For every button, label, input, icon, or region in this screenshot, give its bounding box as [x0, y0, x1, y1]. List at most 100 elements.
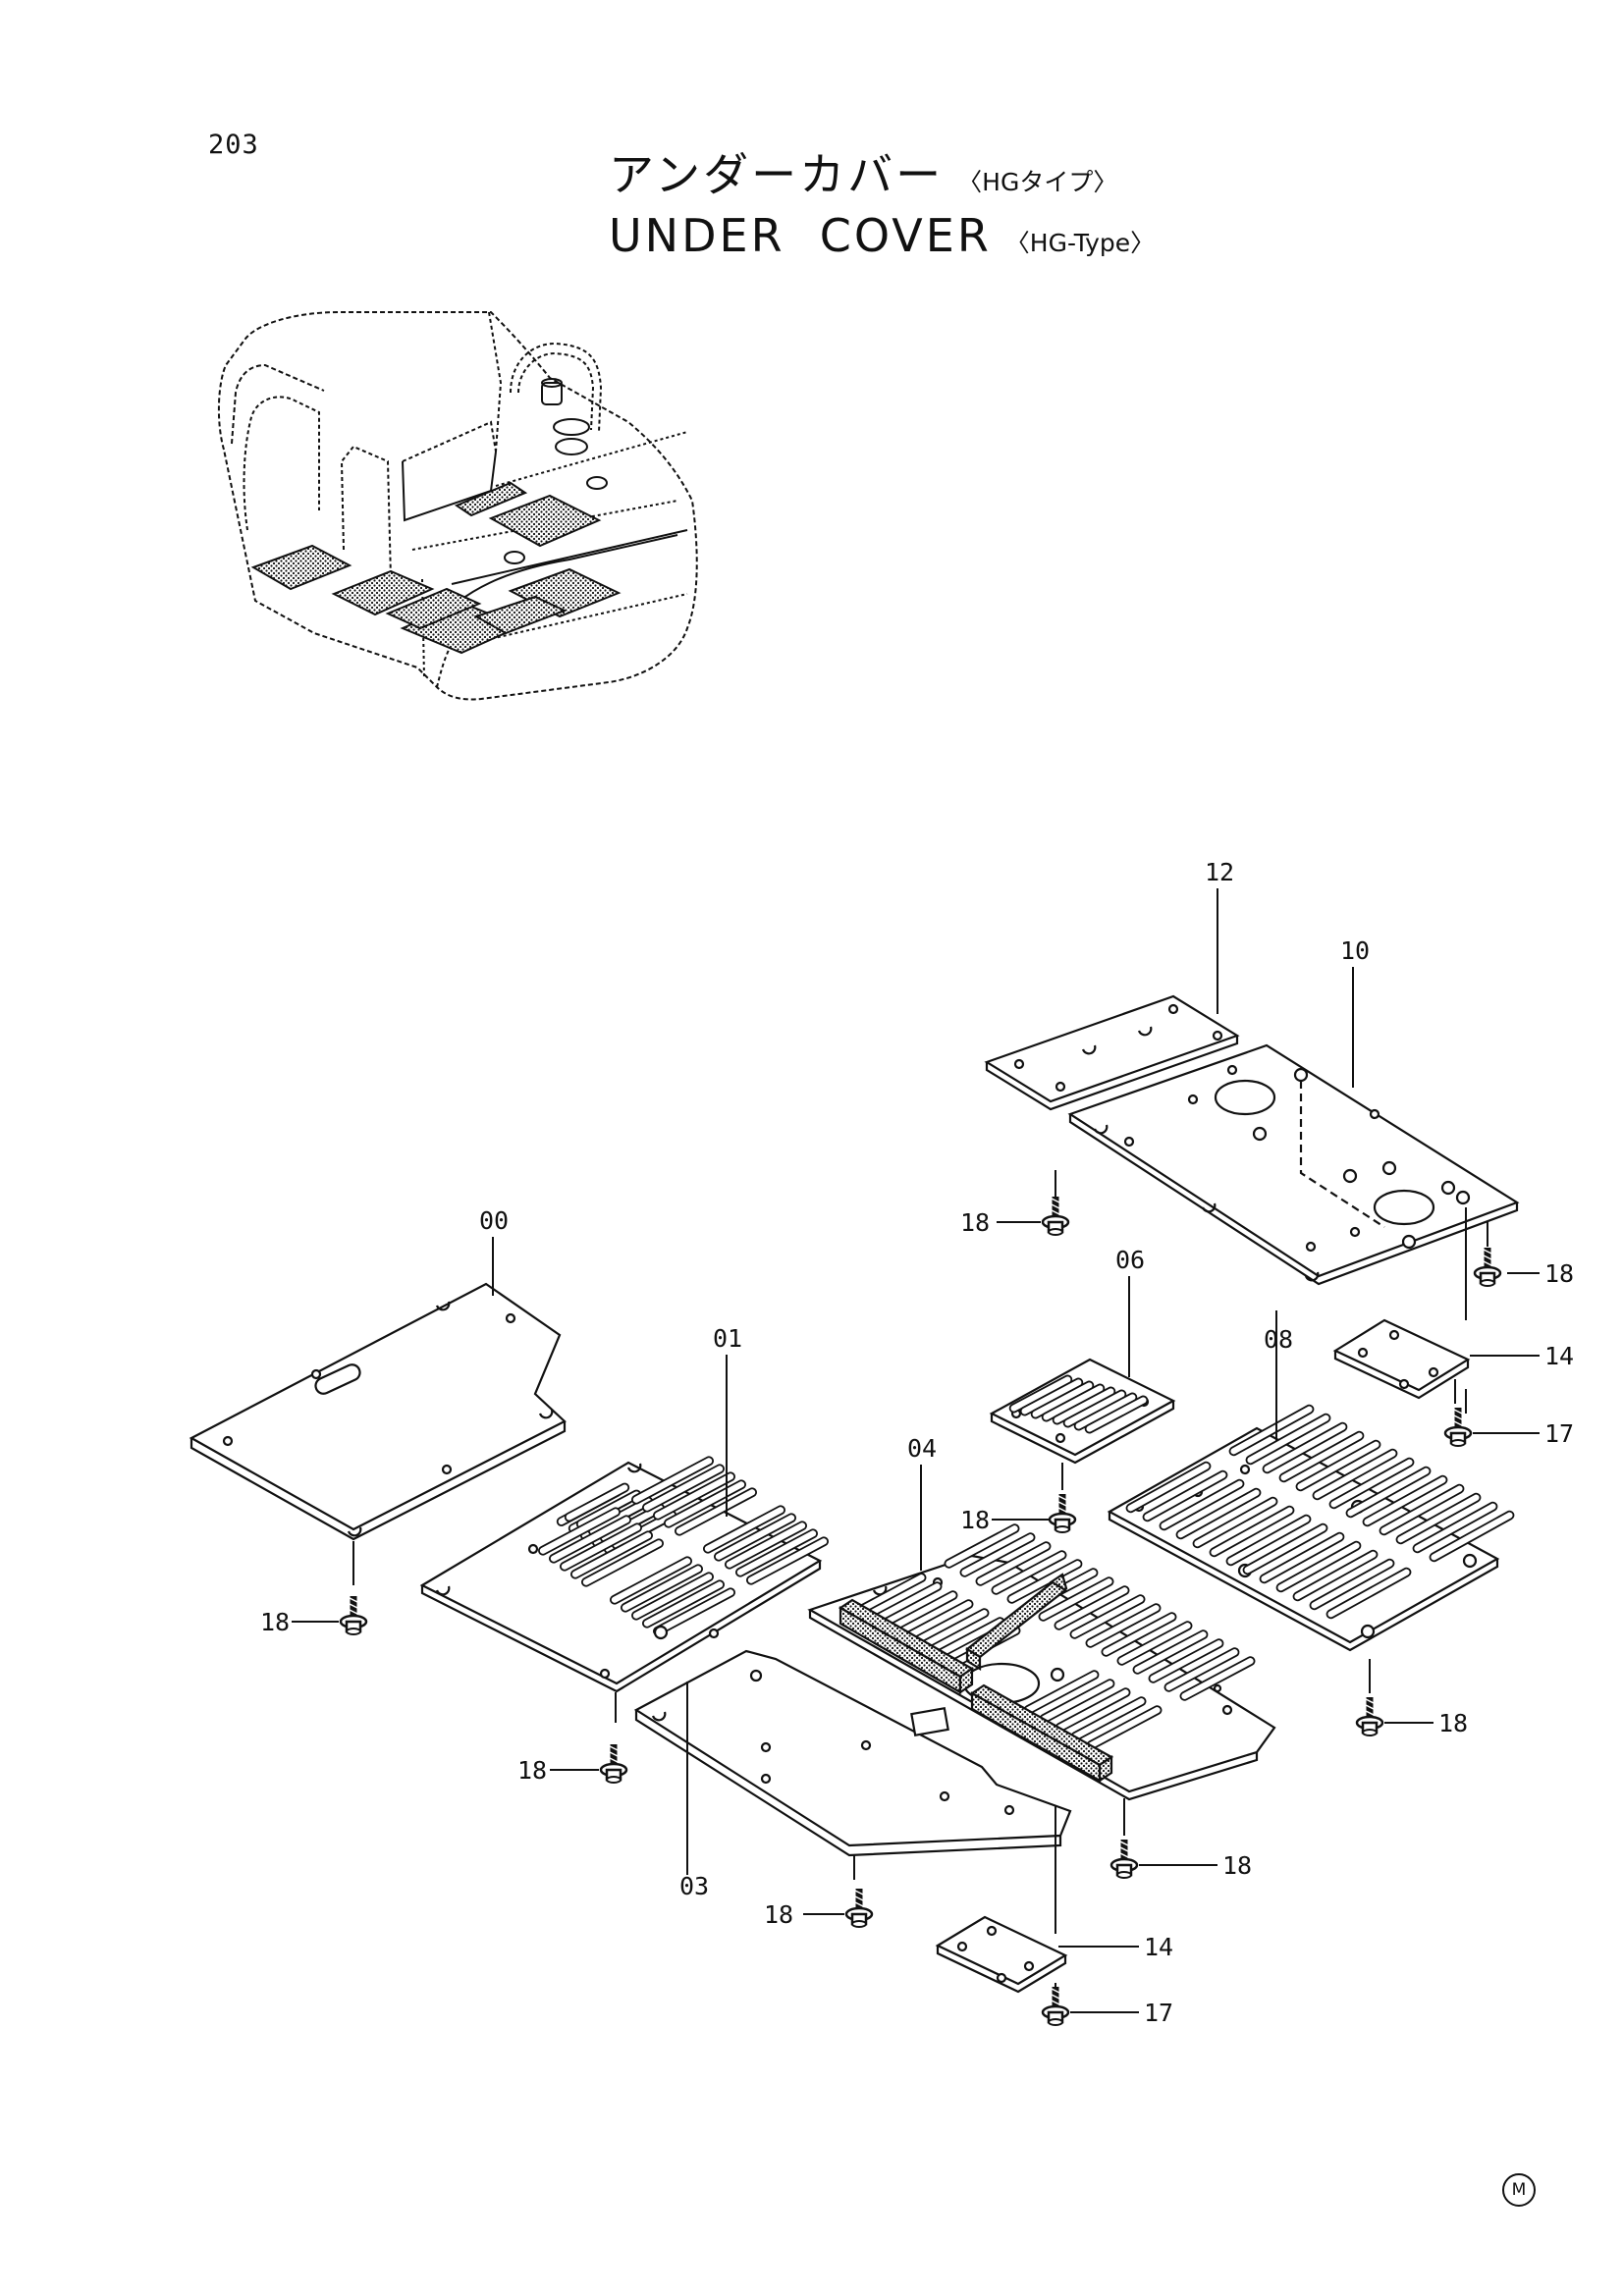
callout-18c: 18	[960, 1506, 990, 1534]
vent-slot	[564, 1482, 630, 1522]
vent-slot	[1125, 1461, 1212, 1514]
vent-slot	[621, 1564, 703, 1613]
callout-17b: 17	[1144, 1999, 1173, 2027]
bolt-18f	[1357, 1697, 1382, 1735]
callout-06: 06	[1115, 1246, 1145, 1274]
title-jp-line: アンダーカバー 〈HGタイプ〉	[609, 152, 1155, 197]
part-12-cover-plate	[984, 994, 1240, 1111]
vent-slot	[1069, 1594, 1146, 1639]
vent-slot	[746, 1536, 829, 1585]
bolt-17a	[1445, 1408, 1471, 1446]
part-04-center-cover	[807, 1523, 1276, 1801]
callout-18b: 18	[1544, 1259, 1574, 1288]
vent-slot	[1209, 1505, 1295, 1558]
vent-slot	[642, 1464, 725, 1513]
bolt-17b	[1043, 1987, 1068, 2025]
vent-slot	[1228, 1404, 1315, 1457]
callout-14a: 14	[1544, 1342, 1574, 1370]
part-08-grated-cover	[1107, 1404, 1515, 1652]
vent-slot	[1429, 1510, 1515, 1563]
vent-slot	[975, 1541, 1052, 1586]
vent-slot	[1295, 1439, 1381, 1492]
part-14-plate-lower	[935, 1915, 1068, 1994]
vent-slot	[703, 1505, 785, 1554]
vent-slot	[1345, 1466, 1432, 1519]
bolt-18a	[1043, 1197, 1068, 1235]
vent-slot	[1006, 1559, 1083, 1604]
callout-10: 10	[1340, 936, 1370, 965]
vent-slot	[675, 1487, 757, 1536]
vent-slot	[1262, 1421, 1348, 1474]
vent-slot	[991, 1550, 1067, 1595]
vent-slot	[725, 1521, 807, 1570]
part-00-cover	[189, 1282, 567, 1541]
title-block: アンダーカバー 〈HGタイプ〉 UNDER COVER 〈HG-Type〉	[609, 152, 1155, 258]
machine-overview	[217, 311, 698, 701]
vent-slot	[1379, 1483, 1465, 1536]
vent-slot	[1192, 1496, 1278, 1549]
part-14-plate-upper	[1332, 1318, 1471, 1400]
vent-slot	[714, 1513, 796, 1562]
callout-12: 12	[1205, 858, 1234, 886]
vent-slot	[549, 1515, 631, 1564]
title-en: UNDER COVER	[609, 209, 992, 262]
callout-00: 00	[479, 1206, 509, 1235]
vent-slot	[1325, 1567, 1412, 1620]
vent-slot	[1275, 1540, 1362, 1593]
callout-numbers: 12 10 00 01 04 06 08 03 14 14 17 17 18 1…	[260, 858, 1574, 2027]
callout-14b: 14	[1144, 1933, 1173, 1961]
vent-slot	[642, 1579, 725, 1629]
bolt-18g	[846, 1889, 872, 1927]
vent-slot	[1038, 1576, 1114, 1622]
vent-slot	[735, 1528, 818, 1577]
bolt-18c	[341, 1596, 366, 1634]
vent-slot	[1309, 1558, 1395, 1611]
vent-slot	[570, 1530, 653, 1579]
corner-mark: M	[1502, 2173, 1536, 2207]
vent-slot	[1148, 1638, 1224, 1683]
vent-slot	[560, 1522, 642, 1572]
vent-slot	[1225, 1514, 1312, 1567]
callout-18f: 18	[1438, 1709, 1468, 1737]
vent-slot	[1242, 1522, 1328, 1575]
callout-01: 01	[713, 1324, 742, 1353]
vent-slot	[1142, 1469, 1228, 1522]
vent-slot	[581, 1538, 664, 1587]
bolt-18h	[1111, 1840, 1137, 1878]
vent-slot	[1163, 1647, 1240, 1692]
vent-slot	[1084, 1395, 1149, 1434]
vent-slot	[1159, 1478, 1245, 1531]
vent-slot	[1259, 1531, 1345, 1584]
vent-slot	[1328, 1457, 1415, 1510]
vent-slot	[1179, 1656, 1256, 1701]
vent-slot	[1101, 1612, 1177, 1657]
vent-slot	[1175, 1487, 1262, 1540]
vent-slot	[1054, 1585, 1130, 1630]
callout-03: 03	[679, 1872, 709, 1900]
callout-18h: 18	[764, 1900, 793, 1929]
vent-slot	[1362, 1474, 1448, 1527]
title-jp-type: 〈HGタイプ〉	[957, 168, 1118, 196]
vent-slot	[610, 1556, 692, 1605]
callout-17a: 17	[1544, 1419, 1574, 1448]
bolt-18e	[1050, 1494, 1075, 1532]
callout-18d: 18	[260, 1608, 290, 1636]
callout-18e: 18	[517, 1756, 547, 1785]
vent-slot	[631, 1572, 714, 1621]
bolt-18d	[601, 1744, 626, 1783]
vent-slot	[1412, 1501, 1498, 1554]
vent-slot	[1116, 1621, 1193, 1666]
vent-slot	[1278, 1430, 1365, 1483]
part-03-cover	[633, 1649, 1072, 1857]
title-en-type: 〈HG-Type〉	[1004, 229, 1156, 257]
title-jp: アンダーカバー	[609, 148, 945, 201]
vent-slot	[1292, 1549, 1379, 1602]
vent-slot	[944, 1523, 1020, 1569]
part-10-main-plate	[1067, 1043, 1520, 1286]
callout-18g: 18	[1222, 1851, 1252, 1880]
vent-slot	[1312, 1448, 1398, 1501]
page-number: 203	[208, 130, 259, 160]
vent-slot	[959, 1532, 1036, 1577]
part-06-grated-cover	[989, 1358, 1176, 1465]
callout-08: 08	[1264, 1325, 1293, 1354]
